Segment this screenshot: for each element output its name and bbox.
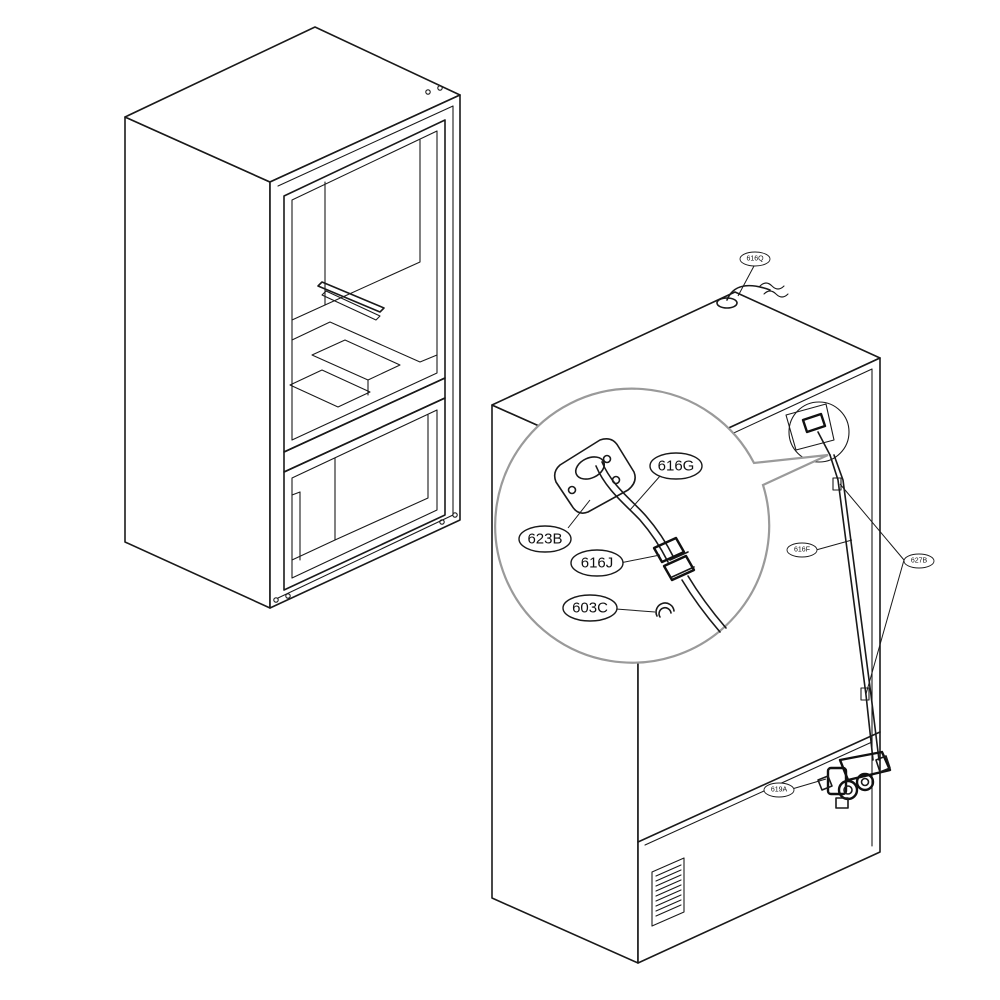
cabinet-frame-inner-edge: [277, 105, 454, 599]
tube-616g-lower-edge: [687, 575, 727, 629]
shelf-rail: [317, 281, 385, 313]
fresh-food-floor: [291, 321, 438, 363]
water-tube-616f: [829, 454, 880, 761]
screw-icon: [285, 593, 291, 599]
cabinet-front-view: [124, 26, 461, 609]
callout-text: 619A: [771, 787, 788, 794]
clip-603c: [655, 602, 675, 617]
callout-text: 616J: [581, 555, 614, 572]
tube-clamp: [860, 687, 870, 701]
callout-603c: 603C: [562, 594, 618, 622]
callout-text: 616G: [658, 458, 695, 475]
callout-text: 616Q: [746, 256, 764, 263]
cabinet-left-side: [124, 116, 271, 609]
detail-circle: [788, 401, 850, 463]
freezer-back-wall: [334, 414, 429, 541]
tube-616g-lower: [681, 579, 721, 633]
water-tube-top: [726, 284, 771, 301]
callout-text: 627B: [911, 558, 928, 565]
shelf-rail-lower: [321, 290, 381, 321]
fresh-food-inner-edge: [291, 130, 438, 441]
freezer-floor-edge: [291, 539, 336, 561]
union-fitting-616j: [652, 536, 696, 582]
callout-623b: 623B: [518, 525, 572, 553]
callout-616j: 616J: [570, 549, 624, 577]
machine-compartment-edge-inner: [644, 741, 873, 846]
interior-back-wall: [324, 139, 421, 306]
screw-icon: [452, 512, 458, 518]
magnified-detail: [494, 387, 829, 664]
vent-grille: [651, 857, 685, 927]
callout-616q: 616Q: [739, 251, 771, 267]
callout-text: 603C: [572, 600, 608, 617]
callout-616f: 616F: [786, 542, 818, 558]
crisper-cover-1: [311, 339, 401, 381]
magnifier-bubble: [494, 387, 829, 664]
screw-icon: [439, 519, 445, 525]
machine-compartment-edge: [637, 731, 881, 843]
freezer-opening: [283, 397, 446, 591]
cabinet-front-frame: [269, 94, 461, 609]
callout-text: 616F: [794, 547, 810, 554]
freezer-inner-edge: [291, 409, 438, 579]
callout-619a: 619A: [763, 782, 795, 798]
screw-icon: [273, 597, 279, 603]
gasket-plate-623b: [553, 438, 636, 514]
clip-603c-inner: [658, 607, 672, 618]
freezer-rail: [291, 491, 301, 561]
screw-icon: [425, 89, 431, 95]
tube-616g-edge: [601, 461, 675, 559]
screw-icon: [437, 85, 443, 91]
tube-616g: [595, 465, 669, 563]
inlet-bracket: [785, 403, 835, 451]
crisper-cover-2: [289, 369, 371, 408]
gasket-bolt-hole: [567, 485, 577, 495]
tube-clamp: [832, 477, 842, 491]
inlet-fitting: [801, 412, 827, 434]
callout-627b: 627B: [903, 553, 935, 569]
interior-side-edge: [291, 304, 326, 321]
gasket-hole: [574, 456, 606, 480]
callout-text: 623B: [527, 531, 562, 548]
tube-break-icon: [763, 290, 789, 298]
tube-break-icon: [759, 282, 785, 290]
callout-616g: 616G: [649, 452, 703, 480]
tube-from-inlet: [817, 431, 831, 456]
gasket-bolt-hole: [602, 454, 612, 464]
water-valve-619a: [817, 750, 892, 809]
